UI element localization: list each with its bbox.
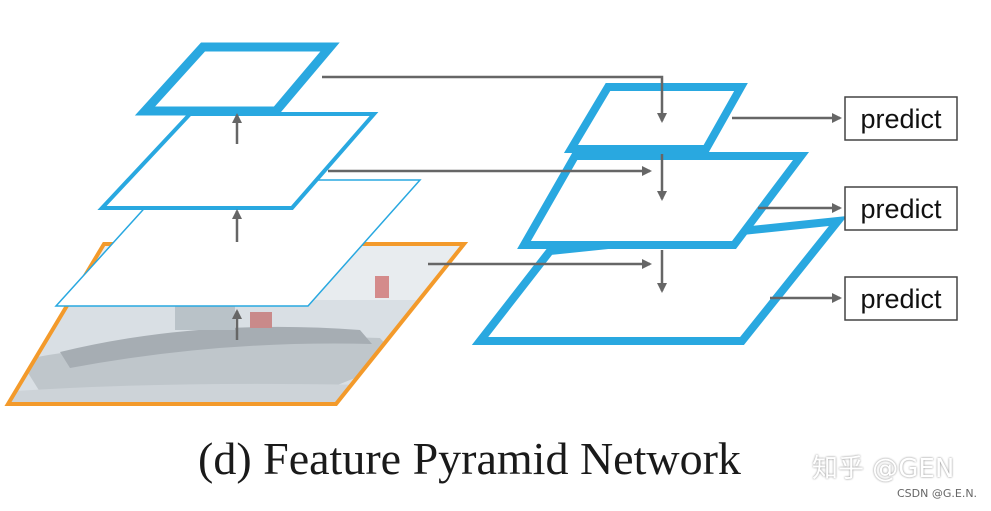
- lateral-connection-top: [322, 75, 667, 123]
- top-down-layer-3: [471, 216, 848, 345]
- predict-box: predict: [844, 96, 958, 141]
- bottom-up-layer-3: [134, 42, 340, 116]
- diagram-caption: (d) Feature Pyramid Network: [198, 433, 741, 484]
- predict-label: predict: [860, 194, 942, 224]
- watermark-zhihu: 知乎 @GEN: [812, 454, 955, 484]
- top-down-layer-1: [563, 83, 748, 153]
- watermark-csdn: CSDN @G.E.N.: [897, 487, 978, 500]
- predict-box: predict: [844, 186, 958, 231]
- predict-label: predict: [860, 104, 942, 134]
- bottom-up-layer-2: [97, 112, 379, 210]
- predict-label: predict: [860, 284, 942, 314]
- bottom-up-layer-1: [54, 179, 422, 307]
- predict-box: predict: [844, 276, 958, 321]
